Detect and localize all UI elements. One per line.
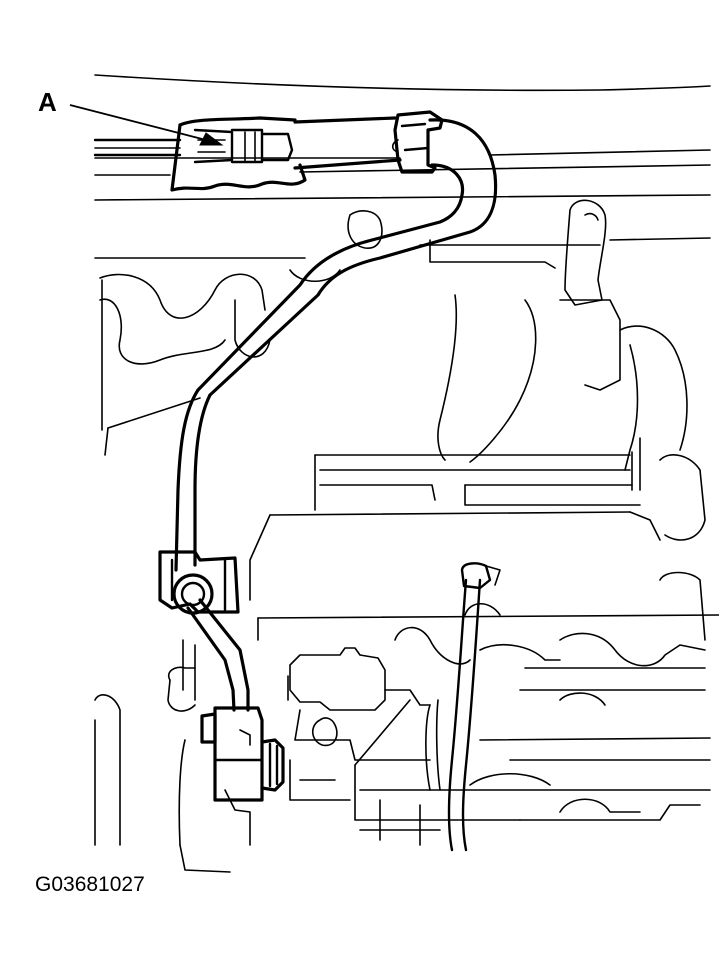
bottom-fitting <box>200 706 285 802</box>
callout-leader-line <box>69 104 207 141</box>
lower-grommet-bracket <box>158 550 240 615</box>
callout-a: A <box>38 87 224 146</box>
callout-arrowhead <box>199 132 224 146</box>
engine-background-outline <box>94 74 719 873</box>
main-hose <box>174 116 498 712</box>
hose-clamp-top <box>391 110 444 174</box>
figure-id: G03681027 <box>35 873 145 896</box>
secondary-vertical-hose <box>425 562 501 852</box>
quick-connector-a <box>93 116 307 192</box>
callout-a-label: A <box>38 87 57 117</box>
